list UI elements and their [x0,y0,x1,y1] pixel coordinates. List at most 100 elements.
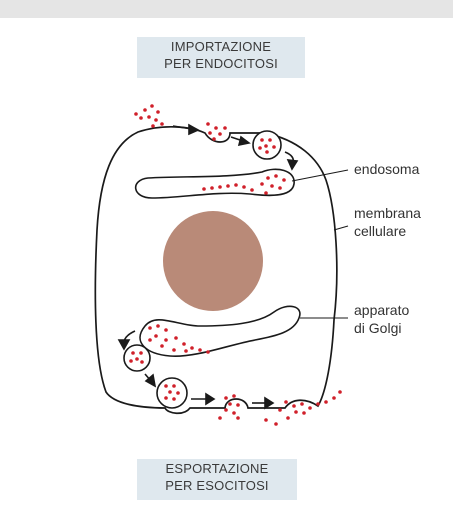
exo-vesicle1-cargo-dot [135,357,139,361]
golgi-cargo-dot [154,334,158,338]
vesicle-cargo-dot [258,146,262,150]
exo-vesicle1-cargo-dot [140,360,144,364]
golgi-cargo-dot [156,324,160,328]
exo-vesicle1-cargo-dot [129,359,133,363]
golgi-cargo-dot [164,338,168,342]
exo-vesicle2-cargo-dot [176,391,180,395]
outside-cargo-dot [134,112,138,116]
endosome-cargo-dot [266,176,270,180]
golgi-cargo-dot [182,342,186,346]
released-cargo-dot [286,416,290,420]
cell-membrane [94,125,338,415]
nucleus [163,211,263,311]
endosome-cargo-dot [210,186,214,190]
endosome-cargo-dot [274,174,278,178]
released-cargo-dot [278,408,282,412]
membrane-pointer [333,225,349,231]
golgi-cargo-dot [160,344,164,348]
released-cargo-dot [274,422,278,426]
endosome-cargo-dot [218,185,222,189]
outside-cargo-dot [160,122,164,126]
membrane-label-line2: cellulare [354,223,406,239]
invagination-cargo-dot [223,126,227,130]
exo-vesicle2-cargo-dot [172,397,176,401]
invagination-cargo-dot [208,131,212,135]
endosome-pointer [291,169,349,182]
fusion-cargo-dot [236,403,240,407]
exo-vesicle2-cargo-dot [164,384,168,388]
exocytic-vesicle-2 [156,377,188,409]
endosome-cargo-dot [202,187,206,191]
endosome-cargo-dot [234,183,238,187]
released-cargo-dot [294,410,298,414]
arrow-6 [191,392,216,406]
endosome-cargo-dot [278,186,282,190]
fusion-cargo-dot [232,411,236,415]
released-cargo-dot [332,396,336,400]
golgi-cargo-dot [148,326,152,330]
invagination-cargo-dot [214,126,218,130]
released-cargo-dot [300,402,304,406]
released-cargo-dot [292,404,296,408]
golgi-cargo-dot [148,338,152,342]
cargo-dots [129,104,342,426]
invagination-cargo-dot [212,137,216,141]
released-cargo-dot [338,390,342,394]
golgi-apparatus [139,305,301,357]
fusion-cargo-dot [228,402,232,406]
transport-arrows [117,123,299,410]
top-bar [0,0,453,18]
golgi-cargo-dot [164,328,168,332]
fusion-cargo-dot [224,396,228,400]
vesicle-cargo-dot [272,145,276,149]
released-cargo-dot [264,418,268,422]
released-cargo-dot [302,411,306,415]
endosome-cargo-dot [270,184,274,188]
fusion-cargo-dot [218,416,222,420]
arrow-1 [172,123,200,136]
vesicle-cargo-dot [260,138,264,142]
endocytosis-title-line1: IMPORTAZIONE [170,39,272,54]
outside-cargo-dot [154,118,158,122]
released-cargo-dot [324,400,328,404]
golgi-cargo-dot [198,348,202,352]
exocytosis-title-line2: PER ESOCITOSI [165,478,269,493]
endosome [134,168,295,199]
outside-cargo-dot [151,124,155,128]
golgi-cargo-dot [206,350,210,354]
golgi-cargo-dot [184,349,188,353]
released-cargo-dot [284,400,288,404]
fusion-cargo-dot [232,394,236,398]
golgi-cargo-dot [190,346,194,350]
endosome-cargo-dot [250,188,254,192]
outside-cargo-dot [147,115,151,119]
endocytosis-title-line2: PER ENDOCITOSI [164,56,278,71]
outside-cargo-dot [139,116,143,120]
released-cargo-dot [316,402,320,406]
exo-vesicle1-cargo-dot [131,351,135,355]
outside-cargo-dot [156,110,160,114]
invagination-cargo-dot [218,132,222,136]
endosome-cargo-dot [282,178,286,182]
invagination-cargo-dot [206,122,210,126]
vesicle-cargo-dot [268,138,272,142]
exocytosis-title-line1: ESPORTAZIONE [165,461,269,476]
golgi-label-line2: di Golgi [354,320,401,336]
arrow-3 [284,151,299,171]
exo-vesicle2-cargo-dot [168,390,172,394]
arrow-2 [230,135,251,147]
outside-cargo-dot [143,108,147,112]
endocytosis-title: IMPORTAZIONE PER ENDOCITOSI [137,37,305,78]
outside-cargo-dot [150,104,154,108]
golgi-label-line1: apparato [354,302,409,318]
exo-vesicle1-cargo-dot [139,351,143,355]
exo-vesicle2-cargo-dot [172,384,176,388]
released-cargo-dot [308,406,312,410]
arrow-5 [144,373,157,388]
endosome-label: endosoma [354,161,420,177]
arrow-7 [252,396,275,410]
fusion-cargo-dot [236,416,240,420]
endosome-cargo-dot [242,185,246,189]
endosome-cargo-dot [226,184,230,188]
